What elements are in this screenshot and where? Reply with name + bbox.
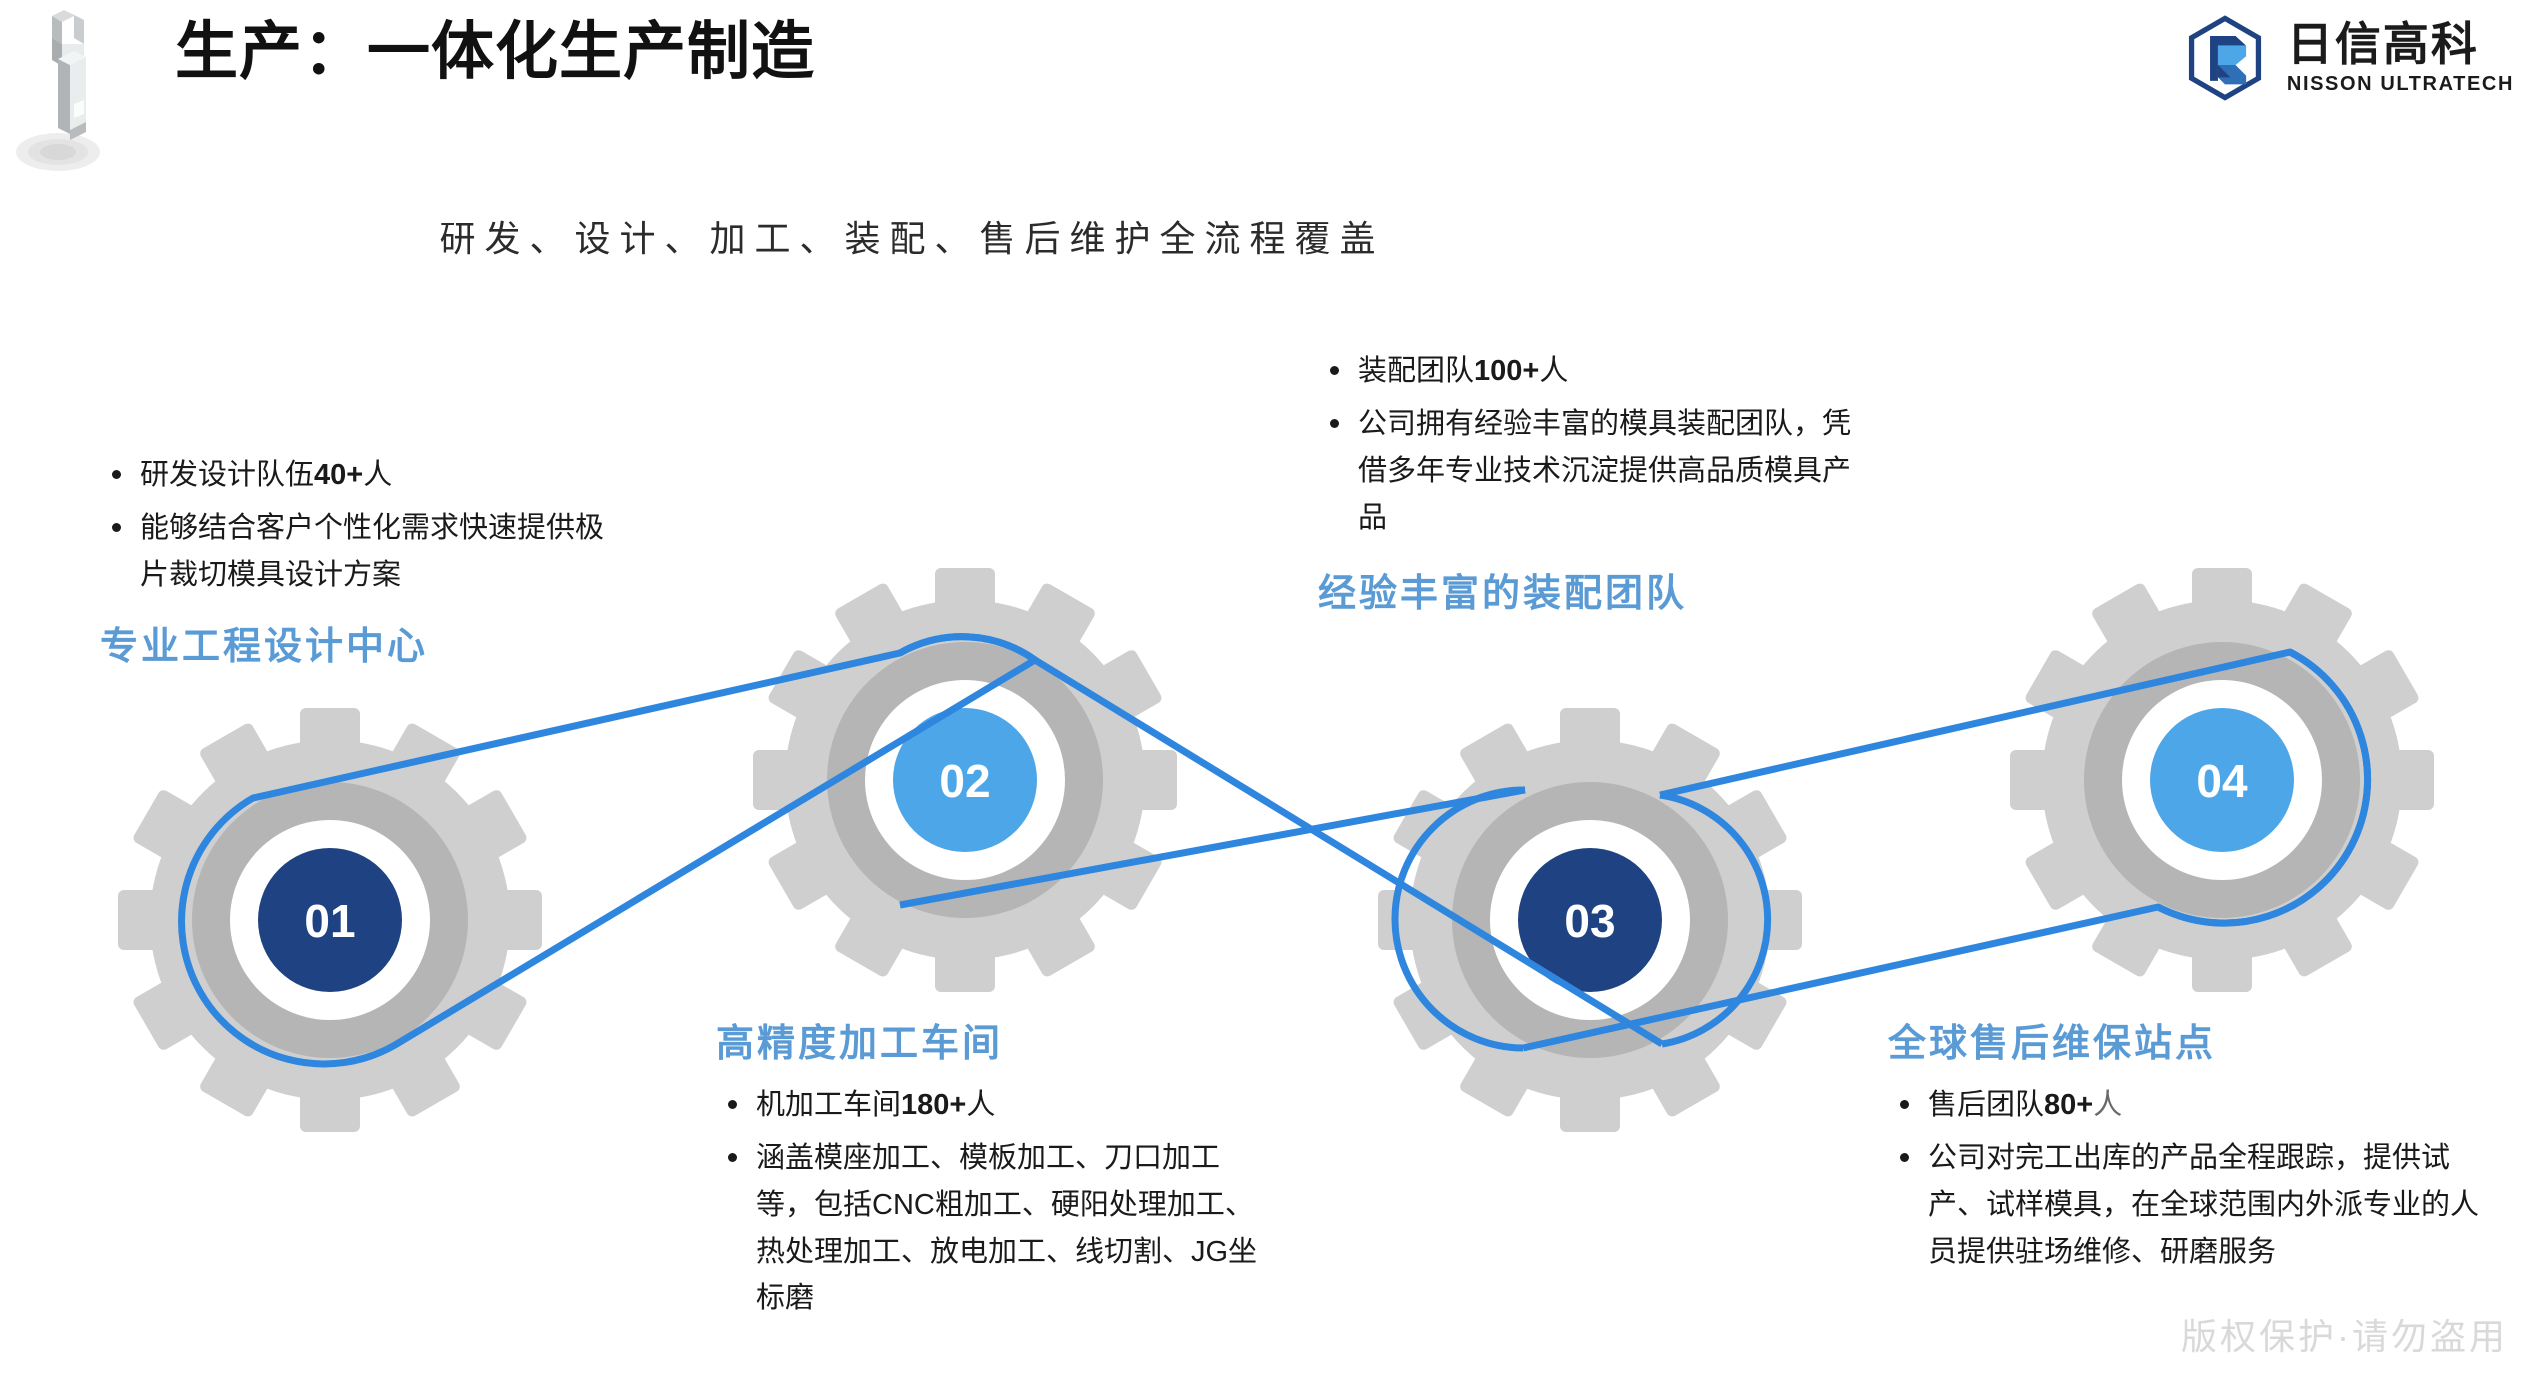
bullet-strong: 100+	[1474, 355, 1540, 387]
gear-03	[1378, 708, 1802, 1132]
bullet-text: 装配团队	[1358, 355, 1475, 387]
bullet-text: 涵盖模座加工、模板加工、刀口加工等，包括CNC粗加工、硬阳处理加工、热处理加工、…	[756, 1141, 1258, 1315]
list-item: 装配团队100+人	[1318, 348, 1878, 395]
logo-name-cn: 日信高科	[2286, 17, 2479, 70]
bullet-suffix: 人	[2093, 1088, 2123, 1121]
belt-path	[178, 633, 2372, 1068]
bullet-list-04: 售后团队80+人 公司对完工出库的产品全程跟踪，提供试产、试样模具，在全球范围内…	[1888, 1082, 2488, 1276]
list-item: 研发设计队伍40+人	[100, 452, 620, 499]
hexagon-logo-icon	[2188, 15, 2262, 101]
list-item: 售后团队80+人	[1888, 1082, 2488, 1129]
wrench-icon	[16, 10, 100, 171]
list-item: 涵盖模座加工、模板加工、刀口加工等，包括CNC粗加工、硬阳处理加工、热处理加工、…	[716, 1135, 1276, 1323]
gear-number-03: 03	[1564, 895, 1615, 947]
gear-number-01: 01	[304, 895, 355, 947]
bullet-list-03: 装配团队100+人 公司拥有经验丰富的模具装配团队，凭借多年专业技术沉淀提供高品…	[1318, 348, 1878, 542]
brand-logo: 日信高科 NISSON ULTRATECH	[2181, 14, 2514, 102]
list-item: 公司对完工出库的产品全程跟踪，提供试产、试样模具，在全球范围内外派专业的人员提供…	[1888, 1135, 2488, 1276]
bullet-text: 研发设计队伍	[140, 459, 315, 491]
bullet-list-02: 机加工车间180+人 涵盖模座加工、模板加工、刀口加工等，包括CNC粗加工、硬阳…	[716, 1082, 1276, 1323]
bullet-strong: 180+	[901, 1088, 967, 1121]
bullet-strong: 80+	[2044, 1088, 2094, 1121]
gear-number-02: 02	[939, 755, 990, 807]
bullet-list-01: 研发设计队伍40+人 能够结合客户个性化需求快速提供极片裁切模具设计方案	[100, 452, 620, 599]
block-heading-01: 专业工程设计中心	[100, 625, 429, 668]
bullet-text: 能够结合客户个性化需求快速提供极片裁切模具设计方案	[140, 511, 605, 591]
list-item: 公司拥有经验丰富的模具装配团队，凭借多年专业技术沉淀提供高品质模具产品	[1318, 401, 1878, 542]
feature-block-01: 研发设计队伍40+人 能够结合客户个性化需求快速提供极片裁切模具设计方案 专业工…	[100, 452, 620, 671]
feature-block-03: 装配团队100+人 公司拥有经验丰富的模具装配团队，凭借多年专业技术沉淀提供高品…	[1318, 348, 1878, 617]
bullet-text: 公司对完工出库的产品全程跟踪，提供试产、试样模具，在全球范围内外派专业的人员提供…	[1928, 1141, 2480, 1268]
watermark: 版权保护·请勿盗用	[2181, 1316, 2508, 1357]
bullet-suffix: 人	[966, 1088, 996, 1121]
list-item: 机加工车间180+人	[716, 1082, 1276, 1129]
feature-block-02: 高精度加工车间 机加工车间180+人 涵盖模座加工、模板加工、刀口加工等，包括C…	[716, 1022, 1276, 1328]
bullet-suffix: 人	[1539, 355, 1569, 387]
subtitle-text: 研发、设计、加工、装配、售后维护全流程覆盖	[439, 218, 1385, 259]
feature-block-04: 全球售后维保站点 售后团队80+人 公司对完工出库的产品全程跟踪，提供试产、试样…	[1888, 1022, 2488, 1281]
bullet-text: 售后团队	[1928, 1088, 2045, 1121]
list-item: 能够结合客户个性化需求快速提供极片裁切模具设计方案	[100, 505, 620, 599]
block-heading-04: 全球售后维保站点	[1888, 1023, 2217, 1065]
block-heading-02: 高精度加工车间	[716, 1023, 1004, 1065]
page-title: 生产：一体化生产制造	[175, 17, 815, 87]
block-heading-03: 经验丰富的装配团队	[1318, 572, 1688, 615]
bullet-text: 机加工车间	[756, 1088, 902, 1121]
logo-name-en: NISSON ULTRATECH	[2286, 72, 2514, 95]
gear-02	[753, 568, 1177, 992]
bullet-suffix: 人	[363, 459, 393, 491]
gear-01	[118, 708, 542, 1132]
bullet-strong: 40+	[314, 459, 364, 491]
gear-number-04: 04	[2196, 755, 2248, 807]
subtitle: 研发、设计、加工、装配、售后维护全流程覆盖	[0, 210, 2534, 262]
bullet-text: 公司拥有经验丰富的模具装配团队，凭借多年专业技术沉淀提供高品质模具产品	[1358, 407, 1852, 534]
